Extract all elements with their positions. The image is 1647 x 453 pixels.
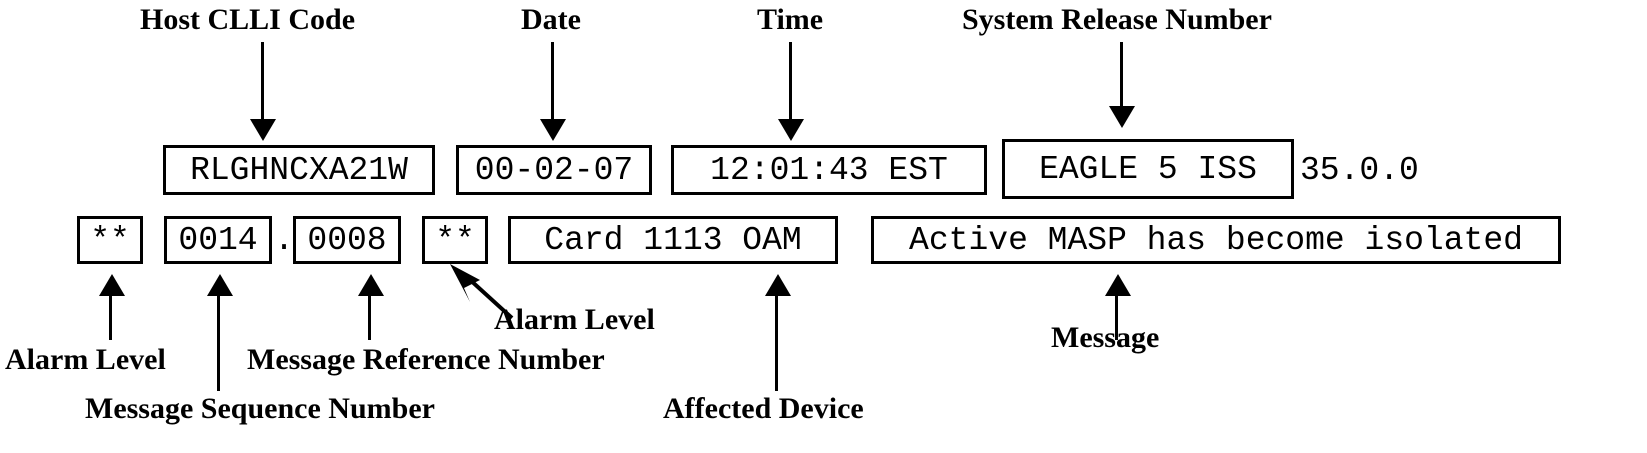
label-host-clli-code: Host CLLI Code	[140, 3, 356, 36]
arrow-up-message-sequence-number	[207, 274, 233, 296]
field-system-release-version: 35.0.0	[1300, 151, 1419, 189]
field-alarm-level-right: **	[422, 216, 488, 264]
leader-line-host-clli-code	[261, 42, 264, 122]
arrow-down-host-clli-code	[250, 119, 276, 141]
leader-line-date	[551, 42, 554, 122]
field-time: 12:01:43 EST	[671, 145, 987, 195]
field-system-release-name: EAGLE 5 ISS	[1002, 139, 1294, 199]
leader-line-time	[789, 42, 792, 122]
leader-line-affected-device	[775, 295, 778, 391]
label-message-sequence-number: Message Sequence Number	[85, 392, 435, 425]
arrow-down-system-release-number	[1109, 106, 1135, 128]
field-message-reference-number: 0008	[293, 216, 401, 264]
field-alarm-level-left: **	[77, 216, 143, 264]
label-system-release-number: System Release Number	[962, 3, 1272, 36]
arrow-down-time	[778, 119, 804, 141]
arrow-down-date	[540, 119, 566, 141]
field-message-sequence-number: 0014	[164, 216, 272, 264]
arrow-up-message-reference-number	[358, 274, 384, 296]
arrow-up-alarm-level-left	[99, 274, 125, 296]
label-date: Date	[521, 3, 581, 36]
label-affected-device: Affected Device	[663, 392, 864, 425]
leader-line-message	[1115, 295, 1118, 340]
leader-line-message-reference-number	[368, 295, 371, 340]
leader-line-alarm-level-left	[109, 295, 112, 340]
field-date: 00-02-07	[456, 145, 652, 195]
label-alarm-level-left: Alarm Level	[5, 343, 166, 376]
field-separator-dot: .	[274, 221, 294, 259]
label-time: Time	[757, 3, 824, 36]
field-host-clli-code: RLGHNCXA21W	[163, 145, 435, 195]
arrow-up-message	[1105, 274, 1131, 296]
arrow-diagonal-alarm-level-right	[450, 264, 514, 320]
label-message: Message	[1051, 321, 1160, 354]
field-message-text: Active MASP has become isolated	[871, 216, 1561, 264]
field-affected-device: Card 1113 OAM	[508, 216, 838, 264]
leader-line-system-release-number	[1120, 42, 1123, 109]
label-message-reference-number: Message Reference Number	[247, 343, 605, 376]
leader-line-message-sequence-number	[217, 295, 220, 391]
label-alarm-level-right: Alarm Level	[494, 303, 655, 336]
arrow-up-affected-device	[765, 274, 791, 296]
